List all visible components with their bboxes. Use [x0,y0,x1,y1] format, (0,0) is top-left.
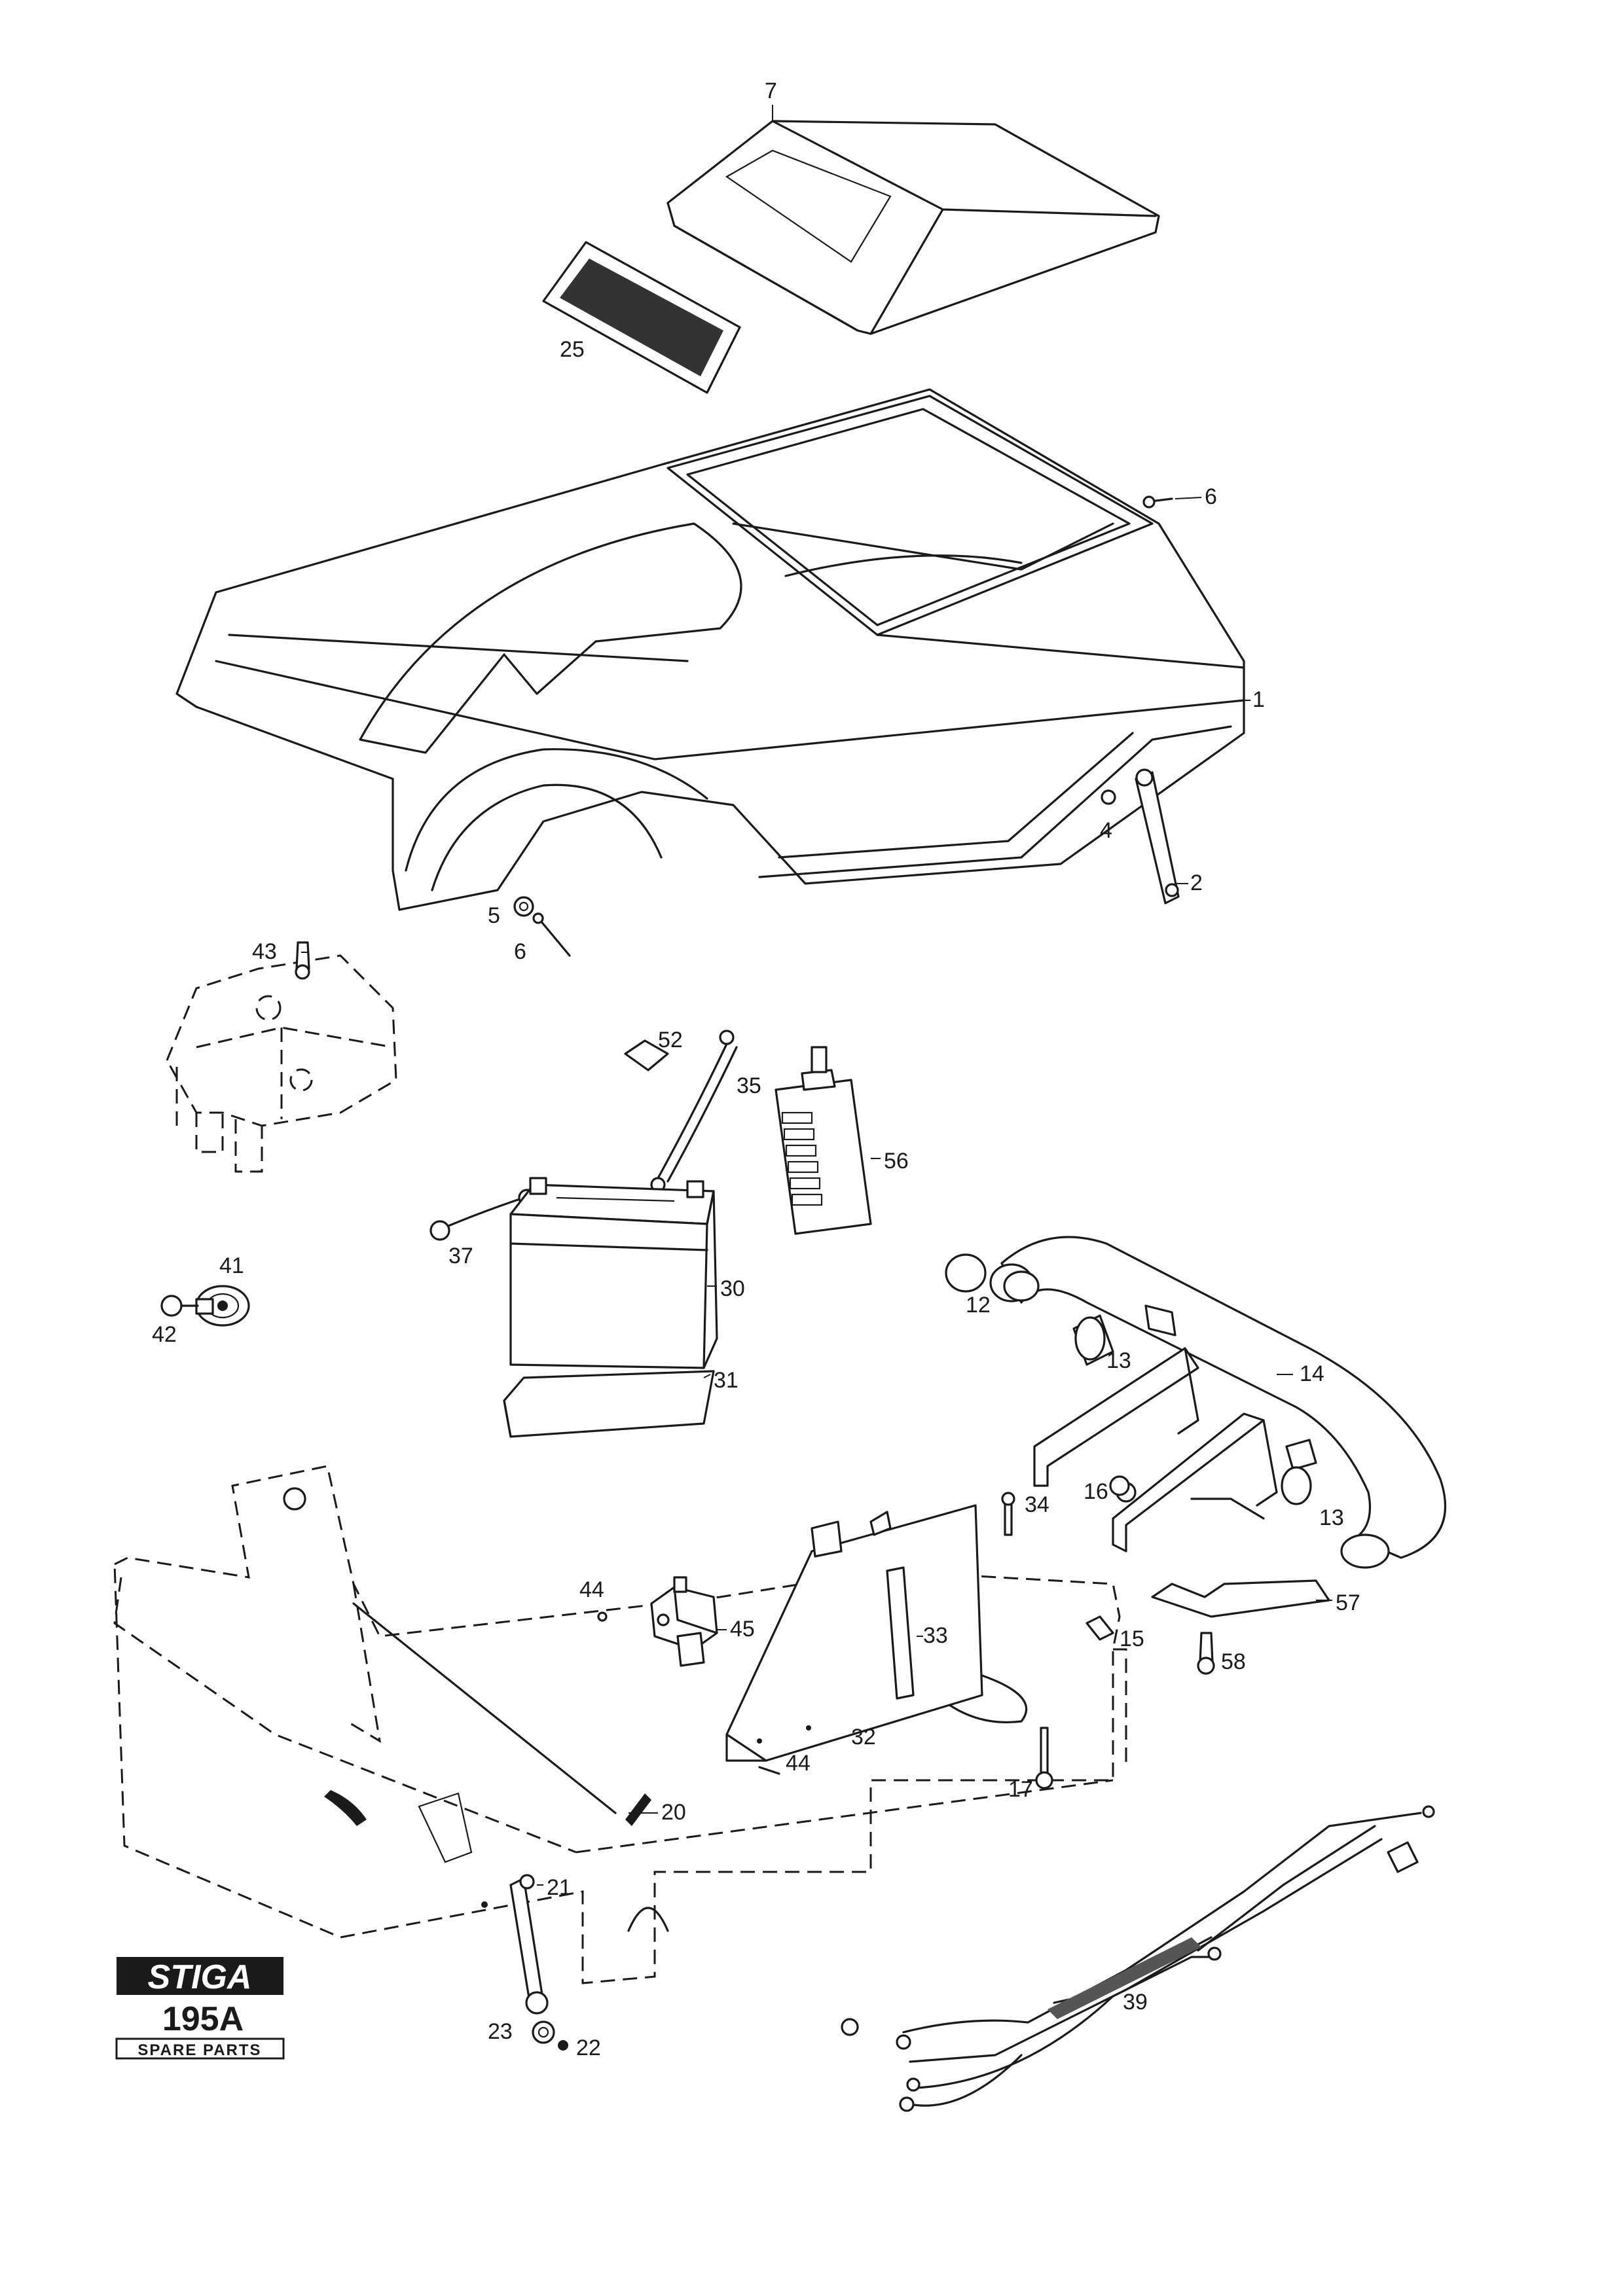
part-nut-and-screw [513,495,1173,957]
label-58: 58 [1221,1649,1246,1674]
label-13a: 13 [1106,1348,1131,1373]
part-filter-panel [542,241,741,394]
label-17: 17 [1008,1777,1033,1802]
label-15: 15 [1120,1626,1144,1651]
part-mount-plate [1151,1579,1330,1675]
label-32: 32 [851,1725,876,1749]
label-22: 22 [576,2036,601,2060]
part-chassis-frame [113,1465,1127,1984]
label-42: 42 [152,1322,177,1347]
label-45: 45 [730,1617,755,1641]
part-battery-cable [650,1030,738,1193]
label-4: 4 [1100,818,1112,843]
part-acid-bottle [775,1046,872,1235]
label-57: 57 [1336,1590,1360,1615]
label-14: 14 [1300,1361,1324,1386]
label-23: 23 [488,2019,513,2044]
brand-model: 195A [162,2000,244,2038]
label-leaders [301,497,1332,1886]
brand-logo-text: STIGA [148,1958,252,1996]
label-12: 12 [966,1293,991,1318]
label-13b: 13 [1319,1505,1344,1530]
part-control-housing [725,1504,983,1762]
label-41: 41 [219,1253,244,1278]
label-6b: 6 [514,939,526,964]
label-16: 16 [1084,1479,1108,1504]
part-bumper-frame [945,1236,1446,1569]
label-39: 39 [1123,1990,1148,2015]
part-battery [509,1177,718,1369]
label-7: 7 [765,79,777,103]
part-hardware-set [597,1475,1130,1789]
part-connector-block [624,1039,669,1071]
part-relay-switch [650,1576,718,1667]
part-battery-pad [503,1370,715,1438]
label-31: 31 [714,1368,739,1393]
part-wire-harness [841,1805,1435,2112]
label-43: 43 [252,939,277,964]
label-44b: 44 [786,1751,811,1776]
label-1: 1 [1252,687,1265,712]
label-34: 34 [1025,1492,1049,1517]
part-ignition-switch [160,1285,250,1327]
brand-caption: SPARE PARTS [137,2041,261,2059]
label-44a: 44 [579,1577,604,1602]
label-30: 30 [720,1276,745,1301]
label-37: 37 [448,1244,473,1268]
label-25: 25 [560,337,585,362]
label-2: 2 [1190,870,1203,895]
part-body-hood [175,388,1247,911]
part-bracket-rear [1101,768,1180,905]
part-top-cover [666,105,1160,335]
label-6a: 6 [1205,484,1217,509]
part-number-labels: 7 25 6 1 4 2 5 6 43 52 35 56 37 30 31 41… [152,79,1360,2060]
label-21: 21 [547,1875,572,1900]
label-52: 52 [658,1028,683,1052]
part-brake-lever [481,1874,568,2051]
label-33: 33 [923,1623,948,1648]
part-engine-outline [166,941,397,1173]
label-56: 56 [884,1149,909,1174]
label-5: 5 [488,903,500,928]
label-20: 20 [661,1800,686,1825]
brand-logo-block: STIGA 195A SPARE PARTS [115,1957,285,2060]
label-35: 35 [737,1073,761,1098]
